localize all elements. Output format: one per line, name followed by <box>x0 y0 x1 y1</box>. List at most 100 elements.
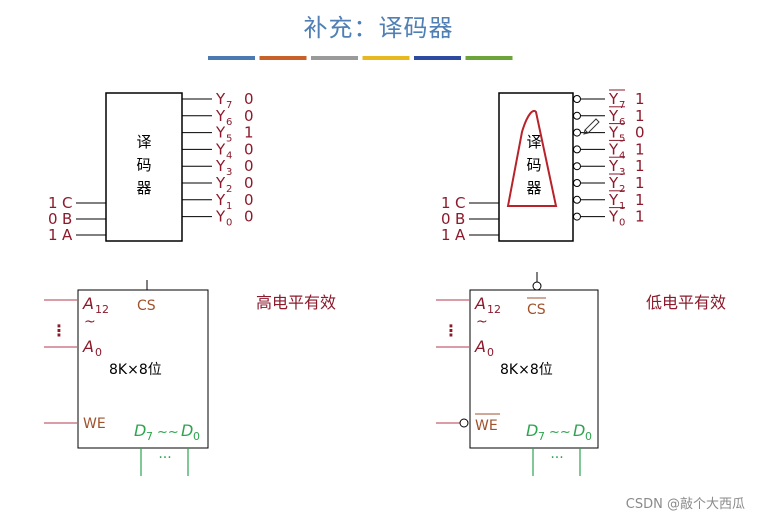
chip-left-d7-sub: 7 <box>146 430 153 443</box>
decoder-right-label-2: 码 <box>526 156 541 174</box>
page-title: 补充：译码器 <box>303 14 454 42</box>
chip-right-a0-sub: 0 <box>487 346 494 359</box>
decoder_right-output-name-5: Y <box>608 124 619 142</box>
chip-right-we-label: WE <box>475 418 498 434</box>
decoder_left-output-sub-4: 4 <box>226 150 232 161</box>
chip-left-caption: 高电平有效 <box>256 293 336 312</box>
chip-left-a0-label: A <box>82 337 94 356</box>
decoder_right-output-value-2: 1 <box>635 174 645 192</box>
chip-right-caption: 低电平有效 <box>646 293 726 312</box>
decoder_right-output-bubble-0 <box>573 212 581 221</box>
decoder_right-output-sub-4: 4 <box>619 150 625 161</box>
decoder_left-output-name-7: Y <box>215 90 226 108</box>
chip-right-a12-label: A <box>474 294 486 313</box>
decoder_left-output-value-5: 1 <box>244 124 254 142</box>
decoder_left-output-value-2: 0 <box>244 174 254 192</box>
chip-right-a0-label: A <box>474 337 486 356</box>
decoder_left-output-name-5: Y <box>215 124 226 142</box>
decoder_right-output-sub-3: 3 <box>619 167 625 178</box>
color-bar-4 <box>362 56 410 60</box>
decoder_left-output-sub-2: 2 <box>226 184 232 195</box>
chip-left-data-dots: ··· <box>158 450 171 466</box>
decoder_right-output-name-4: Y <box>608 140 619 158</box>
decoder-left-label-3: 器 <box>136 179 151 197</box>
decoder_left-output-name-4: Y <box>215 140 226 158</box>
color-bar-3 <box>311 56 358 60</box>
decoder_right-output-sub-2: 2 <box>619 184 625 195</box>
decoder_left-output-sub-7: 7 <box>226 100 232 111</box>
decoder_right-output-bubble-4 <box>573 145 581 154</box>
decoder_left-output-name-6: Y <box>215 107 226 125</box>
decoder_right-output-value-1: 1 <box>635 191 645 209</box>
decoder_right-output-sub-5: 5 <box>619 134 625 145</box>
decoder_right-input-name-C: C <box>455 194 465 212</box>
decoder_right-output-value-0: 1 <box>635 208 645 226</box>
decoder_left-input-name-A: A <box>62 226 73 244</box>
decoder_right-output-name-3: Y <box>608 157 619 175</box>
chip-left-we-label: WE <box>83 416 106 432</box>
decoder_left-output-sub-0: 0 <box>226 218 232 229</box>
chip-right-size-label: 8K×8位 <box>500 362 553 378</box>
decoder_right-output-value-4: 1 <box>635 140 645 158</box>
decoder-left-label-2: 码 <box>136 156 151 174</box>
chip-right-cs-label: CS <box>527 302 546 318</box>
chip-left-block <box>77 289 209 449</box>
decoder_right-output-name-1: Y <box>608 191 619 209</box>
color-bar-strip <box>208 56 513 60</box>
color-bar-1 <box>208 56 255 60</box>
decoder_left-input-name-C: C <box>62 194 72 212</box>
decoder_left-output-value-6: 0 <box>244 107 254 125</box>
decoder_right-output-sub-0: 0 <box>619 218 625 229</box>
chip-right-we-inverter-bubble <box>459 418 469 428</box>
decoder_right-output-sub-1: 1 <box>619 201 625 212</box>
decoder_left-output-value-0: 0 <box>244 208 254 226</box>
color-bar-2 <box>259 56 307 60</box>
chip-left-d0-label: D <box>181 421 193 440</box>
decoder_right-output-value-3: 1 <box>635 157 645 175</box>
decoder_right-output-name-0: Y <box>608 208 619 226</box>
decoder_right-output-value-7: 1 <box>635 90 645 108</box>
chip-left-a12-sub: 12 <box>95 303 109 316</box>
decoder_left-input-value-C: 1 <box>48 194 58 212</box>
chip-right-address-dots: ⋮ <box>443 321 459 340</box>
chip-right-tilde: ~ <box>476 314 488 330</box>
decoder_right-output-value-5: 0 <box>635 124 645 142</box>
decoder_right-output-bubble-2 <box>573 179 581 187</box>
decoder_left-output-sub-3: 3 <box>226 167 232 178</box>
decoder_right-input-value-C: 1 <box>441 194 451 212</box>
chip-right-d7-sub: 7 <box>538 430 545 443</box>
chip-right-d0-label: D <box>573 421 585 440</box>
chip-left-d-range-tilde: ~~ <box>157 425 179 440</box>
decoder_left-output-value-4: 0 <box>244 140 254 158</box>
decoder_left-output-name-1: Y <box>215 191 226 209</box>
chip-right-d0-sub: 0 <box>585 430 592 443</box>
chip-left-address-dots: ⋮ <box>51 321 67 340</box>
decoder_left-output-name-2: Y <box>215 174 226 192</box>
decoder_left-input-name-B: B <box>62 210 72 228</box>
chip-left-a0-sub: 0 <box>95 346 102 359</box>
decoder_right-input-name-A: A <box>455 226 466 244</box>
decoder_right-output-name-2: Y <box>608 174 619 192</box>
handwritten-triangle-mark <box>506 110 558 207</box>
memory-chip-left: ⋮ A 12 ~ A 0 CS 8K×8位 WE D 7 ~~ D 0 ··· … <box>44 280 336 476</box>
decoder-right-block <box>498 92 574 242</box>
chip-left-cs-label: CS <box>137 298 156 314</box>
chip-right-data-dots: ··· <box>550 450 563 466</box>
decoder_left-input-value-A: 1 <box>48 226 58 244</box>
decoder-left-block <box>105 92 183 242</box>
decoder_right-output-name-6: Y <box>608 107 619 125</box>
watermark: CSDN @敲个大西瓜 <box>625 497 745 512</box>
decoder_left-output-name-0: Y <box>215 208 226 226</box>
decoder_left-output-value-3: 0 <box>244 157 254 175</box>
decoder_left-output-value-1: 0 <box>244 191 254 209</box>
chip-left-size-label: 8K×8位 <box>109 362 162 378</box>
decoder_left-output-value-7: 0 <box>244 90 254 108</box>
decoder_left-output-sub-5: 5 <box>226 134 232 145</box>
chip-left-d0-sub: 0 <box>193 430 200 443</box>
decoder-right-label-1: 译 <box>526 133 541 151</box>
decoder_right-output-name-7: Y <box>608 90 619 108</box>
